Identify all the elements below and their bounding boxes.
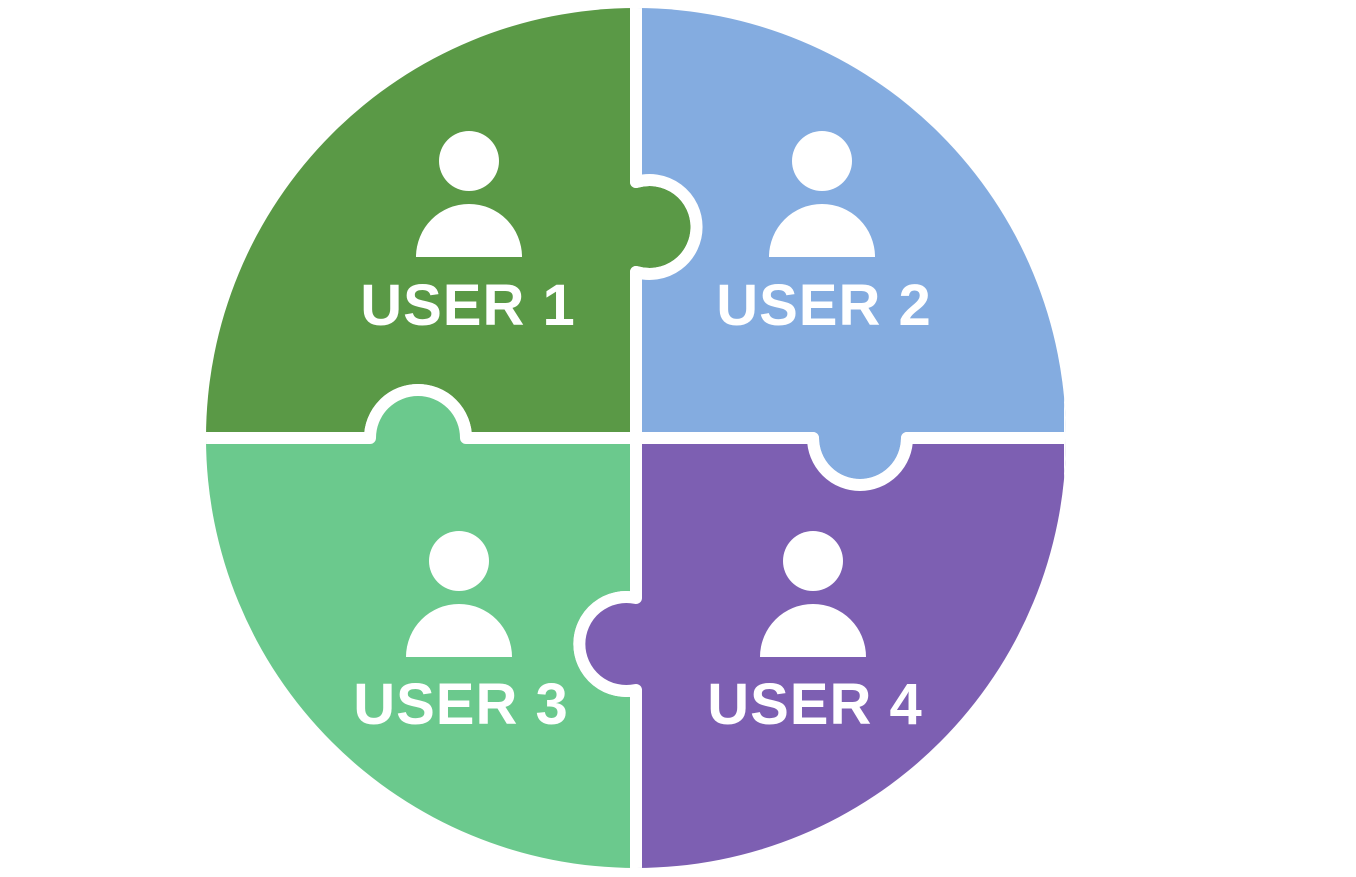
person-icon xyxy=(760,531,866,657)
person-icon xyxy=(406,531,512,657)
user-label: USER 4 xyxy=(707,672,923,737)
user-label: USER 3 xyxy=(353,672,569,737)
user-label: USER 2 xyxy=(716,273,932,338)
puzzle-piece-user-4 xyxy=(573,432,1066,868)
user-label: USER 1 xyxy=(360,273,576,338)
person-icon xyxy=(769,131,875,257)
person-icon xyxy=(416,131,522,257)
